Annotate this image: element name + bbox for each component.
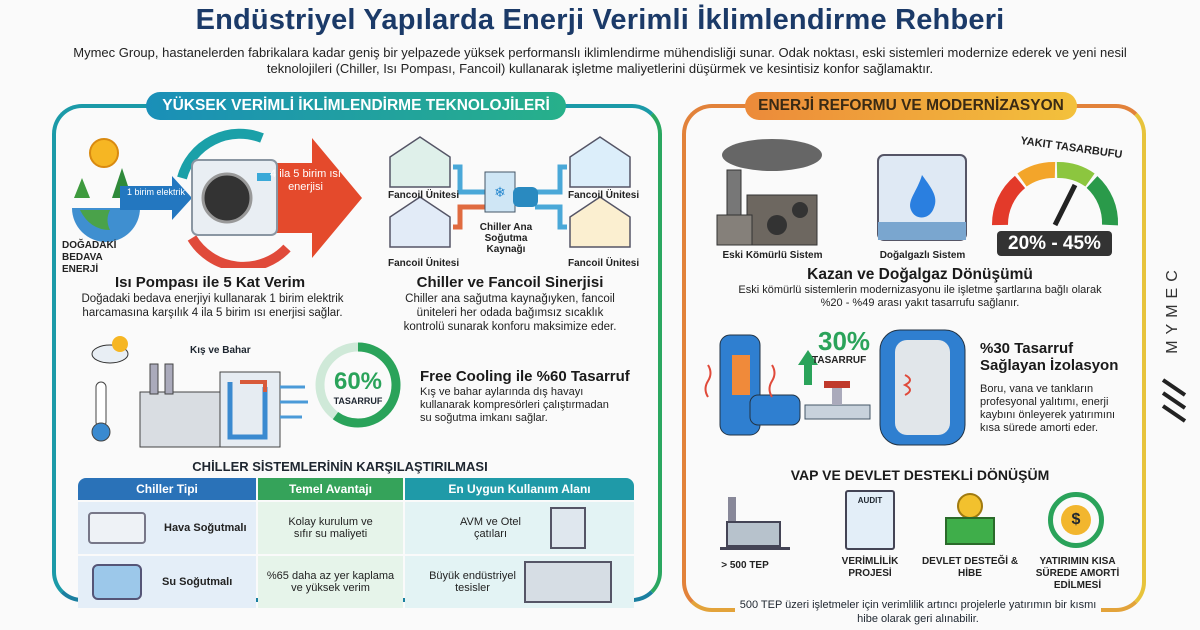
savings-ring — [315, 342, 401, 428]
boiler-title: Kazan ve Doğalgaz Dönüşümü — [807, 266, 1033, 283]
table-row: Hava Soğutmalı Kolay kurulum ve sıfır su… — [78, 502, 634, 554]
insulation-percent: 30% — [818, 326, 871, 356]
chiller-unit-icon: ❄ — [484, 171, 538, 213]
coal-system-icon — [716, 139, 822, 246]
arrow-up-icon — [798, 350, 818, 385]
room-icon — [389, 136, 451, 188]
valve-icon — [804, 381, 871, 420]
industrial-plant-icon — [523, 561, 612, 603]
earth-icon — [72, 168, 140, 242]
fancoil-label: Fancoil Ünitesi — [568, 258, 640, 269]
savings-ring-fill — [315, 342, 401, 428]
vap-item: YATIRIMIN KISA SÜREDE AMORTİ EDİLMESİ — [1035, 556, 1120, 591]
chiller-type: Hava Soğutmalı — [164, 521, 247, 534]
table-header: Temel Avantajı — [258, 478, 403, 500]
free-cooling-illustration — [91, 336, 308, 448]
room-icon — [569, 136, 631, 188]
svg-text:❄: ❄ — [494, 184, 506, 200]
table-row: Su Soğutmalı %65 daha az yer kaplama ve … — [78, 556, 634, 608]
table-header: Chiller Tipi — [78, 478, 256, 500]
building-icon — [550, 507, 586, 549]
gauge-range-badge: 20% - 45% — [997, 231, 1112, 256]
chiller-fancoil-illustration: ❄ — [389, 136, 631, 248]
fancoil-label: Fancoil Ünitesi — [388, 190, 460, 201]
wind-icon — [280, 385, 308, 419]
coal-system-label: Eski Kömürlü Sistem — [722, 250, 823, 261]
free-cooling-title: Free Cooling ile %60 Tasarruf — [420, 368, 630, 385]
savings-percent: 60% — [333, 368, 383, 395]
room-icon — [569, 196, 631, 248]
page-title: Endüstriyel Yapılarda Enerji Verimli İkl… — [195, 4, 1005, 36]
comparison-table: Chiller Tipi Temel Avantajı En Uygun Kul… — [76, 476, 636, 610]
chiller-desc: Chiller ana sağutma kaynağıyken, fancoil… — [403, 293, 617, 333]
advantage: Kolay kurulum ve sıfır su maliyeti — [258, 502, 403, 554]
savings-label: TASARRUF — [333, 396, 383, 406]
season-label: Kış ve Bahar — [190, 345, 251, 356]
vap-item: DEVLET DESTEĞİ & HİBE — [921, 556, 1019, 579]
insulated-pipe-icon — [719, 334, 801, 436]
vap-item: > 500 TEP — [721, 560, 769, 571]
payback-cycle-icon: $ — [1048, 492, 1104, 548]
outdoor-unit-icon — [191, 159, 278, 236]
chiller-source-label: Chiller Ana Soğutma Kaynağı — [479, 222, 533, 255]
fancoil-label: Fancoil Ünitesi — [568, 190, 640, 201]
water-cooled-chiller-icon — [92, 564, 142, 600]
chiller-title: Chiller ve Fancoil Sinerjisi — [416, 274, 604, 291]
table-header: En Uygun Kullanım Alanı — [405, 478, 634, 500]
usage-area: AVM ve Otel çatıları — [460, 516, 521, 540]
technologies-header: YÜKSEK VERİMLİ İKLİMLENDİRME TEKNOLOJİLE… — [146, 92, 566, 120]
gas-system-label: Doğalgazlı Sistem — [879, 250, 966, 261]
insulation-illustration — [704, 329, 966, 446]
grant-money-icon — [945, 493, 995, 548]
chiller-type: Su Soğutmalı — [162, 575, 233, 588]
heat-pump-illustration: 1 birim elektrik — [72, 128, 362, 268]
page-subtitle: Mymec Group, hastanelerden fabrikalara k… — [73, 45, 1127, 76]
heat-pump-title: Isı Pompası ile 5 Kat Verim — [114, 274, 306, 291]
energy-reform-header: ENERJİ REFORMU VE MODERNİZASYON — [745, 92, 1077, 120]
gas-system-icon — [877, 154, 967, 241]
insulation-desc: Boru, vana ve tankların profesyonal yalı… — [980, 383, 1116, 434]
electric-arrow-icon — [120, 176, 192, 220]
cloud-icon — [91, 336, 129, 364]
brand-mark-icon — [1161, 378, 1187, 423]
factory-icon — [720, 490, 790, 550]
output-arrow-icon — [267, 138, 362, 258]
insulation-title: %30 Tasarruf Sağlayan İzolasyon — [980, 340, 1119, 374]
input-label: 1 birim elektrik — [127, 187, 186, 197]
boiler-desc: Eski kömürlü sistemlerin modernizasyonu … — [738, 284, 1102, 309]
audit-label: AUDIT — [857, 496, 883, 505]
output-label: 4 ila 5 birim ısı enerjisi — [270, 168, 341, 193]
natural-energy-label: DOĞADAKİ BEDAVA ENERJİ — [62, 240, 117, 275]
vap-item: VERİMLİLİK PROJESİ — [841, 556, 899, 579]
thermometer-icon — [91, 381, 111, 442]
fuel-gauge — [991, 162, 1119, 227]
vap-footer-note: 500 TEP üzeri işletmeler için verimlilik… — [735, 598, 1101, 626]
comparison-table-title: CHİLLER SİSTEMLERİNİN KARŞILAŞTIRILMASI — [192, 459, 488, 474]
heat-pump-desc: Doğadaki bedava enerjiyi kullanarak 1 bi… — [81, 293, 344, 319]
fancoil-label: Fancoil Ünitesi — [388, 258, 460, 269]
advantage: %65 daha az yer kaplama ve yüksek verim — [258, 556, 403, 608]
audit-document-icon: AUDIT — [845, 490, 895, 550]
air-cooled-chiller-icon — [88, 512, 146, 544]
brand-logo: MYMEC — [1164, 264, 1181, 354]
room-icon — [389, 196, 451, 248]
free-cooling-desc: Kış ve bahar aylarında dış havayı kullan… — [420, 386, 609, 424]
sun-icon — [89, 138, 119, 168]
insulated-tank-icon — [879, 329, 966, 446]
vap-title: VAP VE DEVLET DESTEKLİ DÖNÜŞÜM — [790, 467, 1050, 483]
gauge-needle — [1052, 183, 1078, 227]
insulation-percent-label: TASARRUF — [812, 355, 867, 366]
usage-area: Büyük endüstriyel tesisler — [429, 570, 516, 594]
